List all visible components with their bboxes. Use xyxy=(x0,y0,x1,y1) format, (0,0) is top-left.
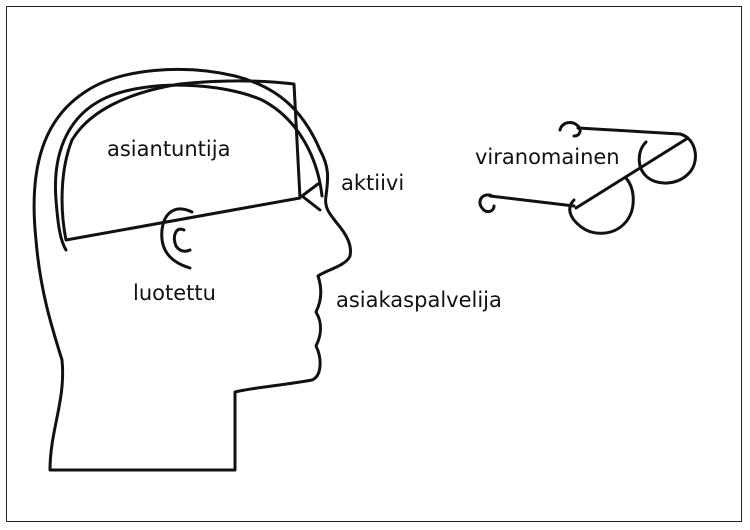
label-expert: asiantuntija xyxy=(107,139,230,160)
glasses-icon xyxy=(480,123,696,234)
head-outline xyxy=(34,69,350,470)
label-active: aktiivi xyxy=(341,173,404,194)
label-customer-servant: asiakaspalvelija xyxy=(336,290,502,311)
label-trusted: luotettu xyxy=(133,283,216,304)
label-authority: viranomainen xyxy=(475,147,620,168)
eye-icon xyxy=(302,184,320,210)
brain-outline xyxy=(55,85,322,250)
